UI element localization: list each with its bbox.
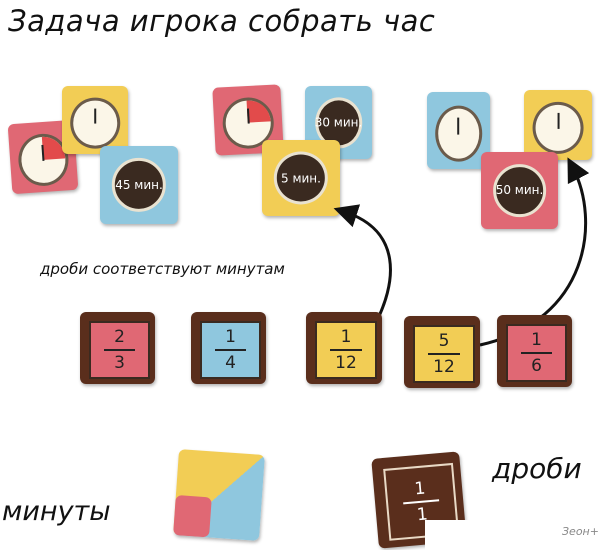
minutes-value: 45 мин.: [111, 157, 167, 213]
stopwatch-icon: [532, 101, 584, 154]
minutes-label: минуты: [2, 496, 111, 527]
denominator: 12: [433, 356, 455, 377]
denominator: 3: [114, 352, 125, 373]
numerator: 1: [340, 326, 352, 347]
white-box: [425, 520, 485, 550]
denominator: 6: [531, 355, 542, 376]
minutes-card: 45 мин.: [100, 146, 178, 224]
minutes-value: 5 мин.: [273, 151, 329, 205]
numerator: 1: [531, 329, 542, 350]
numerator: 1: [413, 478, 427, 500]
clock-card: [427, 92, 490, 169]
clock-card: [524, 90, 592, 160]
numerator: 5: [438, 330, 450, 351]
caption: дроби соответствуют минутам: [40, 260, 285, 278]
numerator: 1: [225, 326, 236, 347]
clock-card: [62, 86, 128, 154]
page-title: Задача игрока собрать час: [8, 4, 436, 38]
watch-icon: [434, 105, 483, 162]
denominator: 4: [225, 352, 236, 373]
minutes-deck: [173, 449, 265, 541]
minutes-card: 50 мин.: [481, 152, 558, 229]
arrow-icon: [333, 204, 392, 331]
fractions-label: дроби: [492, 452, 582, 485]
stopwatch-icon: [70, 97, 120, 149]
watermark: Зеон+: [562, 525, 599, 538]
minutes-value: 50 мин.: [492, 163, 547, 218]
minutes-card: 5 мин.: [262, 140, 340, 216]
denominator: 12: [335, 352, 357, 373]
numerator: 2: [114, 326, 125, 347]
